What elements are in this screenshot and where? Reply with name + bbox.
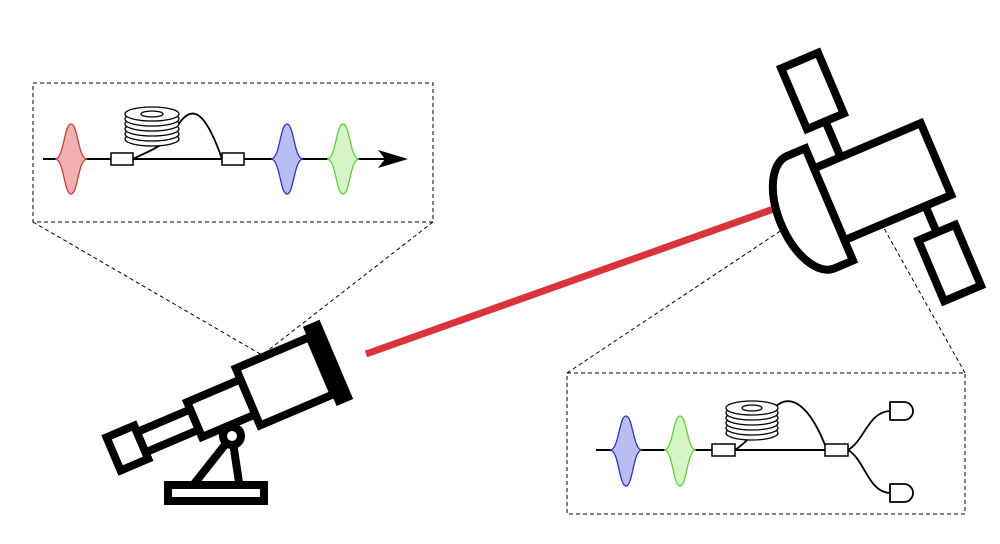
laser-beam (364, 202, 784, 358)
space-inset (566, 372, 966, 515)
optical-pulse-icon (663, 415, 697, 487)
fiber-coil-icon (725, 400, 779, 441)
satellite-icon (768, 47, 987, 307)
fiber-coupler-icon (711, 443, 736, 457)
optical-pulse-icon (54, 123, 88, 195)
optical-pulse-icon (270, 123, 304, 195)
optical-pulse-icon (609, 415, 643, 487)
optical-pulse-icon (326, 123, 360, 195)
fiber-coil-icon (124, 106, 180, 147)
detector-branch-lower (847, 449, 891, 494)
detector-icon (889, 483, 914, 503)
zoom-line-ground-left (32, 221, 263, 356)
ground-inset (32, 82, 434, 223)
detector-icon (889, 401, 914, 421)
fiber-coupler-icon (824, 443, 849, 457)
telescope-icon (101, 319, 354, 505)
arrow-icon (378, 150, 408, 168)
fiber-coupler-icon (221, 152, 245, 166)
zoom-line-ground-right (261, 221, 434, 356)
fiber-coupler-icon (110, 152, 134, 166)
detector-branch-upper (847, 410, 891, 451)
